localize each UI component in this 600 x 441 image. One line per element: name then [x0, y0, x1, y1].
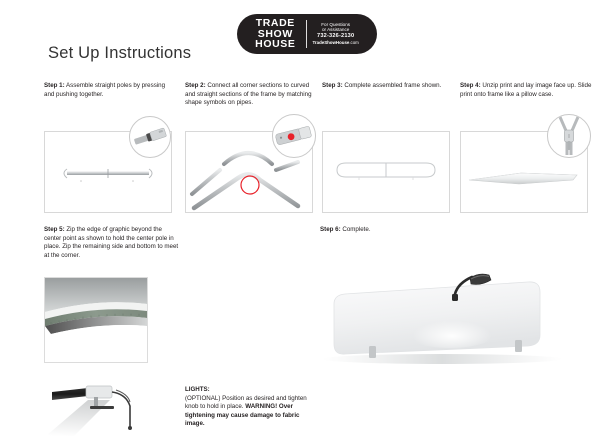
step-2-illustration-panel	[185, 114, 316, 213]
logo-divider	[306, 20, 308, 48]
page-title: Set Up Instructions	[48, 44, 192, 62]
contact-phone: 732-326-2130	[317, 32, 355, 39]
step-2-zoom-callout	[272, 114, 316, 158]
lights-body: (OPTIONAL) Position as desired and tight…	[185, 394, 307, 411]
step-2-body: Connect all corner sections to curved an…	[185, 82, 312, 107]
contact-line-2: or Assistance	[322, 27, 350, 33]
website-suffix: .com	[349, 40, 359, 46]
step-4-label: Step 4:	[460, 82, 481, 89]
led-light-fixture	[452, 273, 492, 301]
step-6-photo	[310, 258, 588, 376]
frame-top-bar	[52, 388, 88, 400]
logo-wordmark: TRADE SHOW HOUSE	[255, 18, 301, 50]
contact-website: TradeShowHouse.com	[312, 40, 358, 46]
step-2-text: Step 2: Connect all corner sections to c…	[185, 82, 317, 108]
lights-instructions: LIGHTS: (OPTIONAL) Position as desired a…	[185, 386, 310, 429]
step-1-label: Step 1:	[44, 82, 65, 89]
logo-contact-block: For Questions or Assistance 732-326-2130…	[312, 22, 358, 47]
straight-pole-diagram	[63, 168, 153, 182]
step-1-illustration-panel	[44, 116, 172, 213]
step-3-illustration-panel	[322, 131, 450, 213]
zipper-edge-photo-graphic	[45, 278, 147, 362]
step-1-zoom-callout	[129, 116, 171, 158]
logo-line-house: HOUSE	[255, 38, 296, 51]
lights-heading: LIGHTS:	[185, 386, 210, 393]
step-3-body: Complete assembled frame shown.	[342, 82, 442, 89]
contact-line-1: For Questions	[321, 21, 351, 27]
zipper-detail-icon	[558, 116, 580, 155]
connection-highlight-circle	[240, 175, 260, 195]
print-fabric-diagram	[468, 172, 578, 185]
step-3-text: Step 3: Complete assembled frame shown.	[322, 82, 454, 91]
step-3-label: Step 3:	[322, 82, 343, 89]
step-4-body: Unzip print and lay image face up. Slide…	[460, 82, 592, 98]
corner-connection-diagram	[190, 151, 301, 211]
website-name: TradeShowHouse	[312, 40, 350, 46]
step-1-body: Assemble straight poles by pressing and …	[44, 82, 166, 98]
step-1-text: Step 1: Assemble straight poles by press…	[44, 82, 176, 99]
step-6-text: Step 6: Complete.	[320, 226, 455, 235]
pipe-symbol-detail-icon	[275, 126, 312, 145]
lights-warning: WARNING! Over tightening may cause damag…	[185, 403, 300, 428]
logo-line-trade: TRADE	[255, 17, 295, 30]
trade-show-house-logo: TRADE SHOW HOUSE For Questions or Assist…	[237, 14, 377, 54]
light-clamp-graphic	[46, 385, 132, 436]
step-5-label: Step 5:	[44, 226, 65, 233]
light-cable	[111, 391, 131, 428]
step-5-text: Step 5: Zip the edge of graphic beyond t…	[44, 226, 179, 260]
logo-line-show: SHOW	[257, 27, 293, 40]
step-5-photo	[44, 277, 148, 363]
completed-display-graphic	[322, 273, 562, 364]
pole-joint-detail-icon	[134, 127, 167, 145]
step-6-label: Step 6:	[320, 226, 341, 233]
lights-photo	[44, 378, 174, 438]
clamp-body	[85, 385, 113, 399]
clamp-screw-bar	[90, 406, 114, 409]
display-foot-left	[369, 346, 376, 358]
display-foot-right	[515, 340, 522, 352]
step-2-label: Step 2:	[185, 82, 206, 89]
step-6-body: Complete.	[340, 226, 371, 233]
fabric-panel	[46, 400, 110, 436]
step-4-zoom-callout	[547, 114, 591, 158]
step-4-text: Step 4: Unzip print and lay image face u…	[460, 82, 592, 99]
step-4-illustration-panel	[460, 114, 591, 213]
assembled-frame-diagram	[336, 162, 436, 180]
step-5-body: Zip the edge of graphic beyond the cente…	[44, 226, 179, 259]
